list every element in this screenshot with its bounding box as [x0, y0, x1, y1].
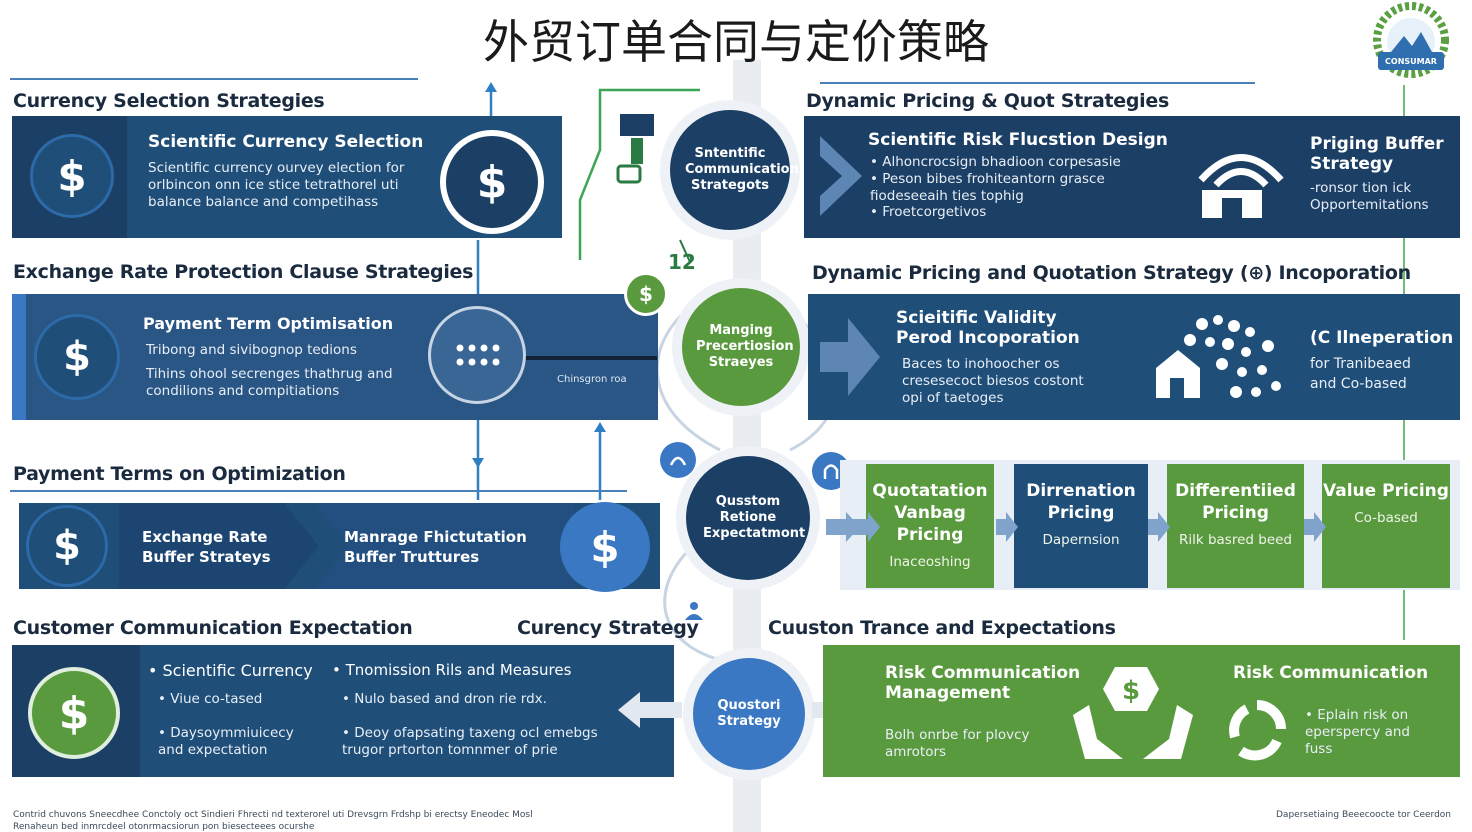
robot-icon: [614, 114, 664, 198]
risk-communication-card: Risk Communication Management Bolh onrbe…: [823, 645, 1460, 777]
risk-communication-side-body: • Eplain risk on eperspercy and fuss: [1305, 707, 1410, 757]
left-arrow-icon: [618, 692, 682, 728]
payment-term-title: Payment Term Optimisation: [143, 314, 394, 333]
risk-communication-title: Risk Communication Management: [885, 663, 1081, 703]
person-icon: [682, 598, 706, 626]
buffer-seg2-label: Manrage Fhictutation Buffer Truttures: [344, 528, 527, 566]
footer-right: Dapersetiaing Beeecoocte tor Ceerdon: [1276, 810, 1451, 820]
risk-fluctuation-title: Scientific Risk Flucstion Design: [868, 130, 1168, 150]
chevron-arrow-icon: [820, 318, 880, 396]
heading-dynamic-pricing-quotation: Dynamic Pricing and Quotation Strategy (…: [812, 262, 1411, 284]
risk-fluctuation-card: Scientific Risk Flucstion Design • Alhon…: [804, 116, 1460, 238]
pricing-box-differentiated: Differentiied Pricing Rilk basred beed: [1167, 464, 1304, 588]
payment-term-line1: Tribong and sivibognop tedions: [146, 342, 357, 358]
pricing-box-dirrenation-title: Dirrenation Pricing: [1026, 481, 1136, 523]
page-title: 外贸订单合同与定价策略: [483, 15, 989, 69]
validity-title: Scieitific Validity Perod Incoporation: [896, 308, 1080, 348]
heading-exchange-rate: Exchange Rate Protection Clause Strategi…: [13, 261, 474, 283]
dollar-circle-icon: $: [560, 502, 650, 592]
risk-line-2: • Peson bibes frohiteantorn grasce fiode…: [870, 171, 1105, 204]
heading-currency-selection: Currency Selection Strategies: [13, 90, 325, 112]
bullet-6: • Deoy ofapsating taxeng ocl emebgs trug…: [342, 725, 598, 758]
svg-text:$: $: [1122, 676, 1140, 706]
buffer-seg1-label: Exchange Rate Buffer Strateys: [142, 528, 271, 566]
signal-icon: [660, 442, 696, 478]
keypad-icon: [428, 306, 526, 404]
small-label: Chinsgron roa: [557, 374, 627, 385]
dollar-icon: $: [34, 314, 120, 400]
currency-selection-title: Scientific Currency Selection: [148, 132, 424, 152]
validity-period-card: Scieitific Validity Perod Incoporation B…: [808, 294, 1460, 420]
pricing-buffer-body: -ronsor tion ick Opportemitations: [1310, 180, 1429, 213]
logo: CONSUMAR: [1366, 0, 1456, 84]
risk-communication-body: Bolh onrbe for plovcy amrotors: [885, 727, 1030, 760]
logo-text: CONSUMAR: [1385, 57, 1437, 66]
pricing-box-differentiated-title: Differentiied Pricing: [1175, 481, 1296, 523]
wifi-house-icon: [1198, 154, 1284, 218]
risk-line-1: • Alhoncrocsign bhadioon corpesasie: [870, 154, 1121, 170]
currency-selection-body: Scientific currency ourvey election for …: [148, 160, 405, 210]
leaf-emblem-icon: [1373, 2, 1449, 78]
payment-term-card: $ Payment Term Optimisation Tribong and …: [12, 294, 658, 420]
payment-term-line2: Tihins ohool secrenges thathrug and cond…: [146, 366, 393, 399]
chevron-arrow-icon: [820, 136, 862, 216]
flow-arrows: [826, 512, 1326, 542]
bullet-3: • Daysoymmiuicecy and expectation: [158, 725, 294, 758]
pricing-box-differentiated-sub: Rilk basred beed: [1178, 532, 1293, 548]
center-circle-expectation: Qusstom Retione Expectatmont: [676, 446, 820, 590]
dollar-bag-icon: $: [624, 272, 668, 316]
bullet-2: • Viue co-tased: [158, 691, 263, 707]
pricing-box-value: Value Pricing Co-based: [1322, 464, 1450, 588]
customer-communication-card: $ • Scientific Currency • Viue co-tased …: [12, 645, 674, 777]
pricing-box-dirrenation: Dirrenation Pricing Dapernsion: [1014, 464, 1148, 588]
center-circle-managing: Manging Precertiosion Straeyes: [672, 278, 810, 416]
bullet-4: • Tnomission Rils and Measures: [332, 661, 572, 679]
center-circle-communication: Sntentific Communication Strategots: [660, 100, 800, 240]
heading-customer-communication: Customer Communication Expectation: [13, 617, 413, 639]
recycle-icon: [1229, 700, 1286, 761]
heading-currency-strategy: Curency Strategy: [517, 617, 699, 639]
pricing-box-value-sub: Co-based: [1354, 510, 1418, 526]
center-circle-managing-label: Manging Precertiosion Straeyes: [696, 323, 794, 370]
heading-custom-trance: Cuuston Trance and Expectations: [768, 617, 1116, 639]
pricing-box-value-title: Value Pricing: [1323, 481, 1449, 501]
validity-body: Baces to inohoocher os cresesecoct bieso…: [902, 356, 1084, 406]
bullet-1: • Scientific Currency: [148, 661, 313, 680]
bullet-5: • Nulo based and dron rie rdx.: [342, 691, 547, 707]
dollar-circle-icon: $: [440, 130, 544, 234]
center-circle-expectation-label: Qusstom Retione Expectatmont: [703, 494, 806, 541]
pricing-box-dirrenation-sub: Dapernsion: [1042, 532, 1120, 548]
hands-shield-icon: $: [1073, 667, 1193, 759]
dollar-icon: $: [26, 505, 108, 587]
cooperation-body: for Tranibeaed and Co-based: [1310, 356, 1411, 392]
step-number: 12: [668, 250, 696, 274]
footer-line-1: Contrid chuvons Sneecdhee Conctoly oct S…: [13, 810, 533, 820]
buffer-strategy-card: $ Exchange Rate Buffer Strateys Manrage …: [14, 503, 660, 589]
pricing-box-quotation-sub: Inaceoshing: [889, 554, 971, 570]
cooperation-title: (C Ilneperation: [1310, 328, 1454, 348]
heading-dynamic-pricing-quot: Dynamic Pricing & Quot Strategies: [806, 90, 1169, 112]
pricing-box-quotation-title: Quotatation Vanbag Pricing: [872, 481, 988, 545]
dollar-icon: $: [30, 134, 114, 218]
center-circle-strategy-label: Quostori Strategy: [717, 698, 781, 729]
network-house-icon: [1156, 315, 1281, 398]
pricing-buffer-title: Priging Buffer Strategy: [1310, 134, 1444, 174]
center-circle-communication-label: Sntentific Communication Strategots: [685, 146, 799, 193]
footer-line-2: Renaheun bed inmrcdeel otonrmacsiorun po…: [13, 822, 315, 832]
dollar-icon: $: [28, 667, 120, 759]
pricing-box-quotation: Quotatation Vanbag Pricing Inaceoshing: [866, 464, 994, 588]
heading-payment-terms: Payment Terms on Optimization: [13, 463, 346, 485]
risk-communication-side-title: Risk Communication: [1233, 663, 1429, 683]
risk-line-3: • Froetcorgetivos: [870, 204, 987, 220]
center-circle-strategy: Quostori Strategy: [683, 648, 815, 780]
